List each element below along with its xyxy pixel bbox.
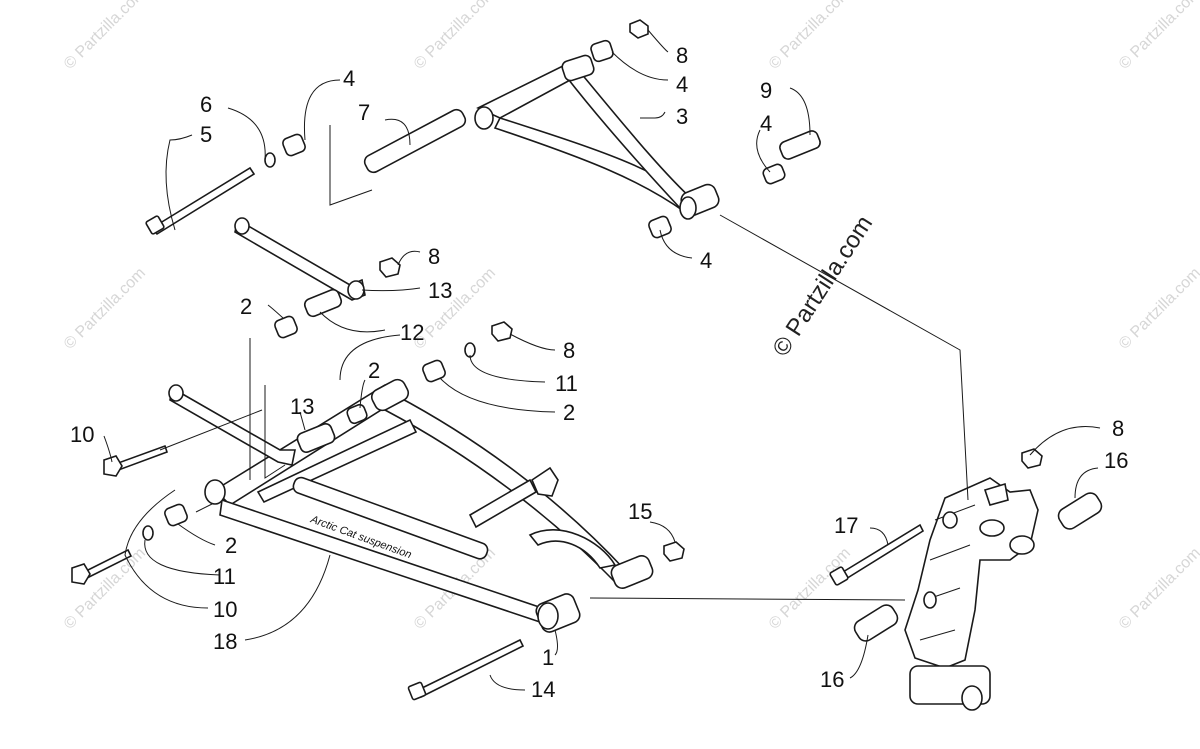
callout-12: 12 <box>400 320 424 345</box>
watermark: © Partzilla.com <box>766 0 854 73</box>
callout-11: 11 <box>213 564 236 589</box>
callout-2: 2 <box>563 400 575 425</box>
callout-14: 14 <box>531 677 555 702</box>
leader-lines <box>103 29 1101 691</box>
watermark: © Partzilla.com <box>766 545 854 633</box>
callout-4: 4 <box>760 111 772 136</box>
callout-7: 7 <box>358 100 370 125</box>
lower-hardware <box>71 217 685 701</box>
upper-hardware <box>145 19 821 239</box>
callout-5: 5 <box>200 122 212 147</box>
upper-a-arm <box>474 54 720 220</box>
watermark: © Partzilla.com <box>1116 265 1200 353</box>
watermark: © Partzilla.com <box>61 545 149 633</box>
guide-lines <box>159 125 969 601</box>
callout-8: 8 <box>1112 416 1124 441</box>
callout-16: 16 <box>820 667 844 692</box>
spindle <box>904 477 1039 711</box>
watermark-main: © Partzilla.com <box>767 211 878 361</box>
callout-13: 13 <box>290 394 314 419</box>
callout-13: 13 <box>428 278 452 303</box>
watermark: © Partzilla.com <box>61 0 149 73</box>
callout-4: 4 <box>700 248 712 273</box>
callout-11: 11 <box>555 371 578 396</box>
callout-1: 1 <box>542 645 554 670</box>
callout-8: 8 <box>563 338 575 363</box>
callout-4: 4 <box>676 72 688 97</box>
callout-10: 10 <box>213 597 237 622</box>
callout-9: 9 <box>760 78 772 103</box>
callout-8: 8 <box>676 43 688 68</box>
watermark: © Partzilla.com <box>61 265 149 353</box>
callout-17: 17 <box>834 513 858 538</box>
callout-2: 2 <box>225 533 237 558</box>
spindle-hardware <box>829 448 1103 642</box>
lower-a-arm: Arctic Cat suspension <box>204 378 654 633</box>
watermark: © Partzilla.com <box>1116 545 1200 633</box>
callout-15: 15 <box>628 499 652 524</box>
callout-3: 3 <box>676 104 688 129</box>
callout-18: 18 <box>213 629 237 654</box>
callout-6: 6 <box>200 92 212 117</box>
watermark: © Partzilla.com <box>1116 0 1200 73</box>
callout-4: 4 <box>343 66 355 91</box>
callout-2: 2 <box>240 294 252 319</box>
callout-16: 16 <box>1104 448 1128 473</box>
callout-8: 8 <box>428 244 440 269</box>
callout-10: 10 <box>70 422 94 447</box>
watermark: © Partzilla.com <box>411 0 499 73</box>
callouts: 8 4 4 6 5 7 3 9 4 4 8 13 2 12 8 2 11 2 1… <box>70 43 1128 702</box>
callout-2: 2 <box>368 358 380 383</box>
